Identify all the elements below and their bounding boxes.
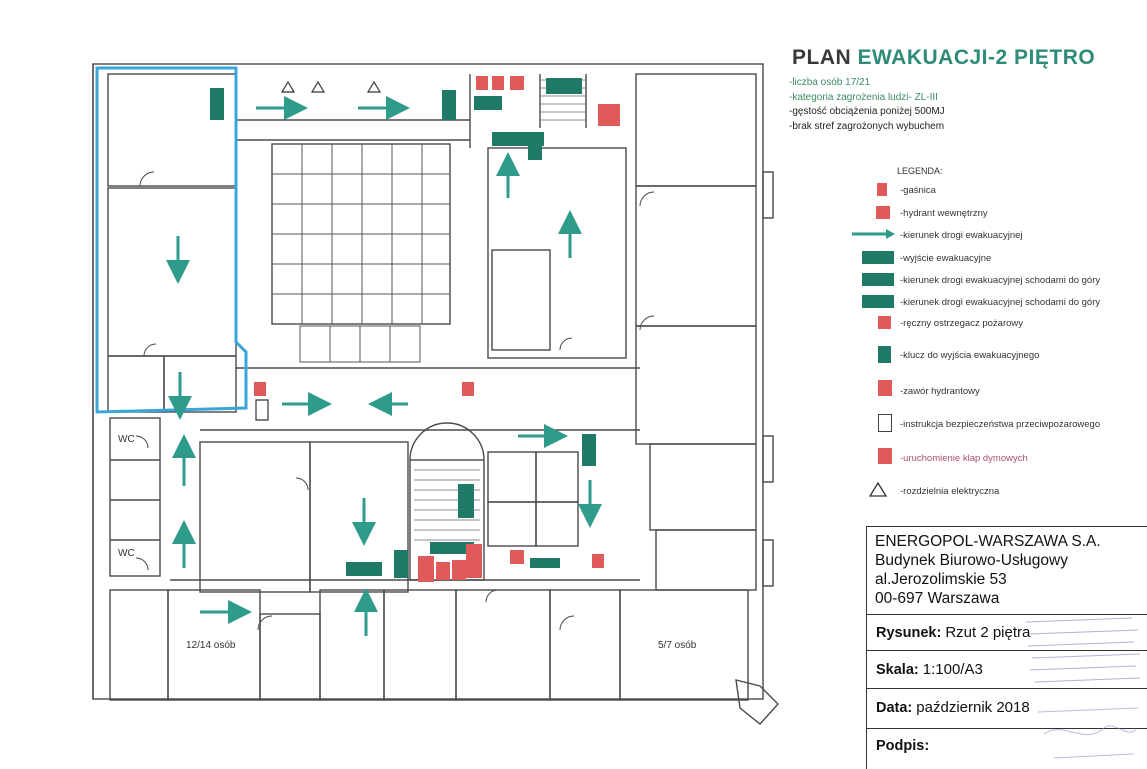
signature-stamp bbox=[1037, 707, 1139, 759]
exit-sign-icon bbox=[394, 550, 408, 578]
legend-item: -kierunek drogi ewakuacyjnej schodami do… bbox=[900, 297, 1101, 308]
hydrant-icon bbox=[436, 562, 450, 580]
legend-item: -kierunek drogi ewakuacyjnej bbox=[900, 230, 1023, 241]
info-line: -gęstość obciążenia poniżej 500MJ bbox=[789, 106, 945, 117]
plan-title: PLAN EWAKUACJI-2 PIĘTRO bbox=[792, 46, 1095, 70]
city-address: 00-697 Warszawa bbox=[875, 590, 1000, 607]
building-type: Budynek Biurowo-Usługowy bbox=[875, 552, 1068, 569]
scale-field: Skala: 1:100/A3 bbox=[876, 661, 983, 678]
room-occupancy-left: 12/14 osób bbox=[186, 640, 236, 651]
legend-item: -gaśnica bbox=[900, 185, 936, 196]
fire-safety-instruction-icon bbox=[255, 399, 269, 421]
floor-plan bbox=[92, 63, 779, 725]
signature-label: Podpis: bbox=[876, 738, 930, 754]
legend-heading: LEGENDA: bbox=[897, 166, 943, 176]
electrical-hazard-icon bbox=[310, 80, 326, 93]
hydrant-icon bbox=[492, 76, 504, 90]
drawing-value: Rzut 2 piętra bbox=[945, 624, 1031, 641]
exit-sign-icon bbox=[582, 434, 596, 466]
manual-call-point-icon bbox=[510, 550, 524, 564]
title-block-divider bbox=[866, 688, 1147, 689]
exit-key-icon bbox=[528, 144, 542, 160]
legend-item: -wyjście ewakuacyjne bbox=[900, 253, 992, 264]
company-info: ENERGOPOL-WARSZAWA S.A. Budynek Biurowo-… bbox=[875, 532, 1101, 608]
fire-extinguisher-icon bbox=[592, 554, 604, 568]
fire-extinguisher-icon bbox=[254, 382, 266, 396]
signature-field: Podpis: bbox=[876, 738, 929, 754]
exit-sign-icon bbox=[442, 90, 456, 120]
legend-item: -uruchomienie klap dymowych bbox=[900, 453, 1028, 464]
room-occupancy-right: 5/7 osób bbox=[658, 640, 697, 651]
hydrant-icon bbox=[418, 556, 434, 582]
exit-sign-icon bbox=[530, 558, 560, 568]
stairs-up-sign-icon bbox=[860, 295, 894, 309]
evacuation-arrow-icon bbox=[850, 227, 896, 241]
legend-item: -klucz do wyjścia ewakuacyjnego bbox=[900, 350, 1040, 361]
title-block-divider bbox=[866, 614, 1147, 615]
info-line: -liczba osób 17/21 bbox=[789, 77, 871, 88]
legend-item: -rozdzielnia elektryczna bbox=[900, 486, 1000, 497]
legend-item: -kierunek drogi ewakuacyjnej schodami do… bbox=[900, 275, 1101, 286]
company-name: ENERGOPOL-WARSZAWA S.A. bbox=[875, 533, 1101, 550]
hydrant-icon bbox=[466, 544, 482, 578]
smoke-vent-release-icon bbox=[860, 448, 894, 466]
wc-label: WC bbox=[118, 434, 135, 445]
info-line: -brak stref zagrożonych wybuchem bbox=[789, 120, 945, 132]
exit-sign-icon bbox=[492, 132, 544, 146]
plan-title-part2: EWAKUACJI-2 PIĘTRO bbox=[857, 46, 1096, 69]
legend-item: -instrukcja bezpieczeństwa przeciwpożaro… bbox=[900, 419, 1101, 430]
hydrant-icon bbox=[860, 206, 894, 220]
hydrant-valve-icon bbox=[598, 104, 620, 126]
info-line: -kategoria zagrożenia ludzi- ZL-III bbox=[789, 91, 938, 103]
exit-sign-icon bbox=[860, 251, 894, 265]
title-block-divider bbox=[866, 650, 1147, 651]
fire-extinguisher-icon bbox=[476, 76, 488, 90]
exit-sign-icon bbox=[474, 96, 502, 110]
building-outline bbox=[92, 63, 764, 700]
date-label: Data: bbox=[876, 700, 913, 716]
scale-value: 1:100/A3 bbox=[922, 661, 983, 678]
stairs-up-sign-icon bbox=[546, 78, 582, 94]
manual-call-point-icon bbox=[510, 76, 524, 90]
fire-safety-instruction-icon bbox=[860, 414, 894, 432]
exit-sign-icon bbox=[210, 88, 224, 120]
date-field: Data: październik 2018 bbox=[876, 699, 1030, 716]
legend-item: -zawór hydrantowy bbox=[900, 386, 980, 397]
manual-call-point-icon bbox=[860, 316, 894, 330]
highlighted-zone bbox=[95, 66, 248, 414]
exit-sign-icon bbox=[346, 562, 382, 576]
drawing-label: Rysunek: bbox=[876, 625, 942, 641]
date-value: październik 2018 bbox=[916, 699, 1030, 716]
wc-label: WC bbox=[118, 548, 135, 559]
hydrant-valve-icon bbox=[452, 560, 466, 580]
hydrant-valve-icon bbox=[860, 380, 894, 398]
stairs-up-sign-icon bbox=[458, 484, 474, 518]
electrical-hazard-icon bbox=[366, 80, 382, 93]
approval-stamp bbox=[1025, 617, 1141, 683]
electrical-hazard-icon bbox=[280, 80, 296, 93]
street-address: al.Jerozolimskie 53 bbox=[875, 571, 1007, 588]
legend-item: -hydrant wewnętrzny bbox=[900, 208, 988, 219]
scale-label: Skala: bbox=[876, 662, 919, 678]
title-block bbox=[866, 526, 1147, 769]
info-block: -liczba osób 17/21 -kategoria zagrożenia… bbox=[789, 76, 945, 134]
fire-extinguisher-icon bbox=[462, 382, 474, 396]
title-block-divider bbox=[866, 728, 1147, 729]
fire-extinguisher-icon bbox=[860, 183, 894, 197]
electrical-hazard-icon bbox=[860, 481, 894, 499]
stairs-up-sign-icon bbox=[860, 273, 894, 287]
drawing-field: Rysunek: Rzut 2 piętra bbox=[876, 624, 1030, 641]
exit-key-icon bbox=[860, 346, 894, 364]
exit-sign-icon bbox=[430, 542, 474, 554]
legend-item: -ręczny ostrzegacz pożarowy bbox=[900, 318, 1024, 329]
plan-title-part1: PLAN bbox=[792, 46, 858, 69]
